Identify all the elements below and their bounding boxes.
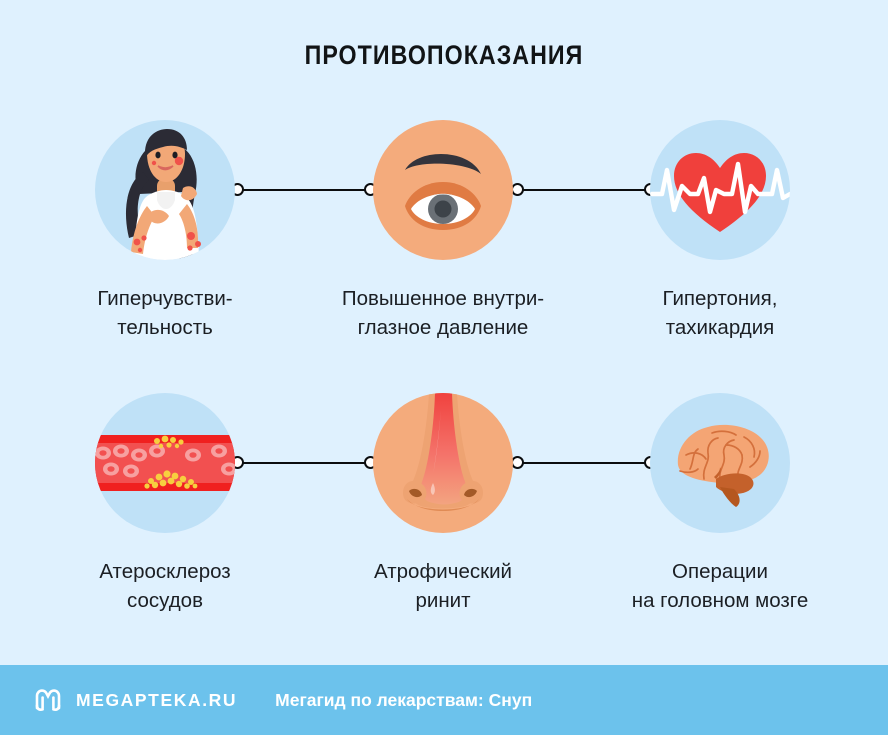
caption-line-2: ринит (415, 589, 471, 612)
nose-icon (373, 393, 513, 533)
caption-brain-surgery: Операции на головном мозге (581, 557, 859, 615)
caption-hypertension: Гипертония, тахикардия (581, 284, 859, 342)
brain-icon (650, 393, 790, 533)
connector-line (238, 189, 370, 192)
caption-line-1: Гиперчувстви- (97, 287, 233, 310)
blood-vessel-plaque-icon (95, 393, 235, 533)
caption-line-1: Гипертония, (662, 287, 778, 310)
connector-line (518, 189, 650, 192)
brand-name[interactable]: MEGAPTEKA.RU (76, 689, 238, 710)
contraindication-item-brain-surgery: Операции на головном мозге (581, 393, 859, 615)
contraindications-board: Гиперчувстви- тельность Повышенное внутр… (26, 120, 859, 615)
contraindication-item-atrophic-rhinitis: Атрофический ринит (304, 393, 582, 615)
page-title: ПРОТИВОПОКАЗАНИЯ (304, 40, 584, 70)
caption-line-2: тельность (117, 316, 213, 339)
connector-line (238, 462, 370, 465)
footer-bar: MEGAPTEKA.RU Мегагид по лекарствам: Снуп (0, 665, 888, 735)
footer-tagline: Мегагид по лекарствам: Снуп (275, 689, 533, 710)
caption-line-1: Атеросклероз (99, 560, 231, 583)
caption-line-2: сосудов (127, 589, 203, 612)
connector-line (518, 462, 650, 465)
contraindication-item-intraocular-pressure: Повышенное внутри- глазное давление (304, 120, 582, 342)
caption-line-2: глазное давление (357, 316, 529, 339)
caption-line-1: Атрофический (374, 560, 512, 583)
caption-atrophic-rhinitis: Атрофический ринит (304, 557, 582, 615)
caption-atherosclerosis: Атеросклероз сосудов (26, 557, 304, 615)
caption-intraocular-pressure: Повышенное внутри- глазное давление (304, 284, 582, 342)
megapteka-m-logo-icon (33, 685, 63, 715)
contraindication-item-hypersensitivity: Гиперчувстви- тельность (26, 120, 304, 342)
caption-line-2: тахикардия (665, 316, 775, 339)
heart-pulse-icon (650, 120, 790, 260)
caption-line-1: Повышенное внутри- (341, 287, 545, 310)
contraindication-item-hypertension: Гипертония, тахикардия (581, 120, 859, 342)
caption-line-1: Операции (672, 560, 768, 583)
contraindication-item-atherosclerosis: Атеросклероз сосудов (26, 393, 304, 615)
eye-icon (373, 120, 513, 260)
woman-skin-rash-icon (95, 120, 235, 260)
caption-hypersensitivity: Гиперчувстви- тельность (26, 284, 304, 342)
caption-line-2: на головном мозге (631, 589, 809, 612)
